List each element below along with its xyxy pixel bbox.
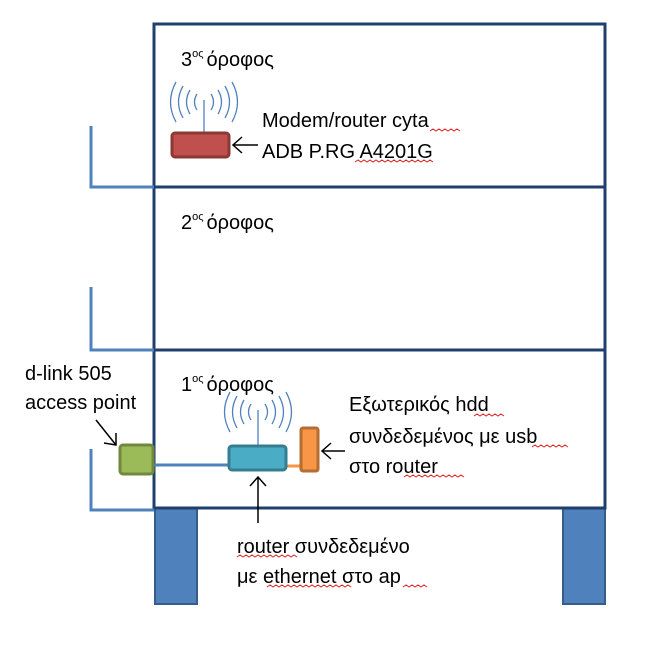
left-pillar [154,507,198,605]
router-wifi-icon [223,391,293,446]
ap-label-line1: d-link 505 [25,363,112,385]
router [227,444,288,472]
hdd-label-line1: Εξωτερικός hdd [349,394,489,416]
ap-word-spellcheck-underline [402,584,428,588]
hdd-label-line2: συνδεδεμένος με usb [349,426,537,448]
building-outline [152,22,607,510]
router-caption-spellcheck-underline-2 [266,584,352,588]
balcony-2nd-floor [89,287,154,352]
router-label-line1: router συνδεδεμένο [237,536,410,558]
modem-wifi-icon [169,81,239,133]
external-hdd [299,426,320,473]
modem-arrow [231,136,258,154]
modem-label-line1: Modem/router cyta [262,110,430,132]
router-caption-spellcheck-underline-1 [236,554,298,558]
ap-label-line2: access point [25,392,137,414]
modem-label-line2: ADB P.RG A4201G [262,141,433,163]
modem-router-cyta [170,131,231,159]
modem-model-spellcheck-underline [354,159,434,163]
hdd-spellcheck-underline [473,413,505,417]
access-point-dlink-505 [118,443,155,476]
balcony-1st-floor [89,449,154,512]
hdd-label-line3: στο router [349,456,438,478]
router-label-line2: με ethernet στο ap [237,566,401,588]
hdd-arrow [320,442,345,460]
router-arrow [249,475,267,523]
right-pillar [562,507,606,605]
ap-arrow [95,419,117,446]
usb-spellcheck-underline [531,444,569,448]
balcony-3rd-floor [89,126,154,189]
modem-spellcheck-underline [429,128,461,132]
router-spellcheck-underline-1 [403,474,465,478]
